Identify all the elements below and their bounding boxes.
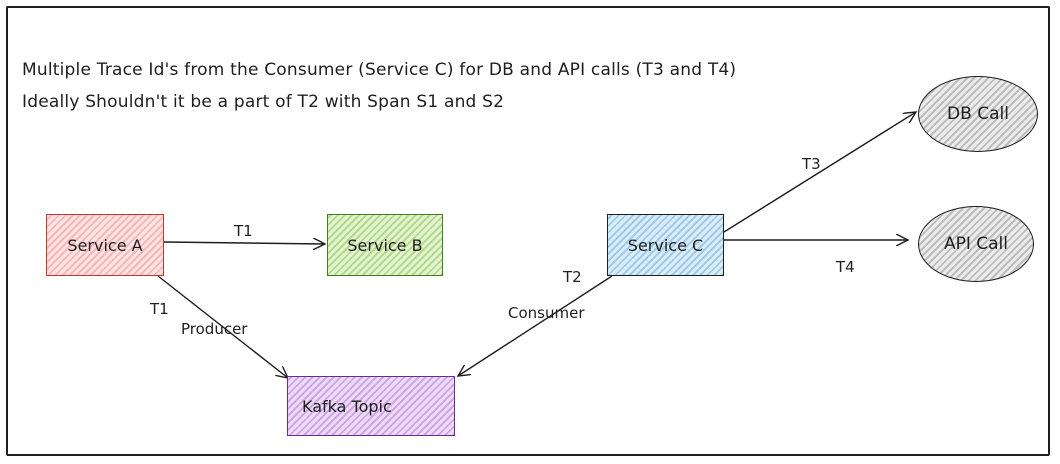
arrow-c-to-db (723, 112, 916, 233)
node-kafka-topic[interactable]: Kafka Topic (287, 376, 455, 436)
edge-label-a-to-kafka-trace: T1 (150, 300, 169, 318)
note-line-2: Ideally Shouldn't it be a part of T2 wit… (22, 92, 505, 112)
node-service-b[interactable]: Service B (327, 214, 443, 276)
edge-label-consumer: Consumer (508, 304, 585, 322)
edge-label-producer: Producer (181, 320, 248, 338)
arrow-c-to-kafka (458, 275, 613, 376)
arrow-a-to-kafka (157, 275, 288, 378)
arrow-a-to-b (163, 242, 325, 244)
edge-label-c-to-api: T4 (836, 258, 855, 276)
edge-label-c-to-db: T3 (802, 155, 821, 173)
node-db-call[interactable]: DB Call (918, 76, 1038, 152)
diagram-frame (6, 6, 1050, 456)
edge-label-a-to-b: T1 (234, 222, 253, 240)
node-service-c[interactable]: Service C (607, 214, 724, 276)
node-service-a[interactable]: Service A (46, 214, 164, 276)
node-api-call[interactable]: API Call (918, 206, 1034, 282)
edge-label-c-to-kafka-trace: T2 (563, 268, 582, 286)
note-line-1: Multiple Trace Id's from the Consumer (S… (22, 60, 737, 80)
